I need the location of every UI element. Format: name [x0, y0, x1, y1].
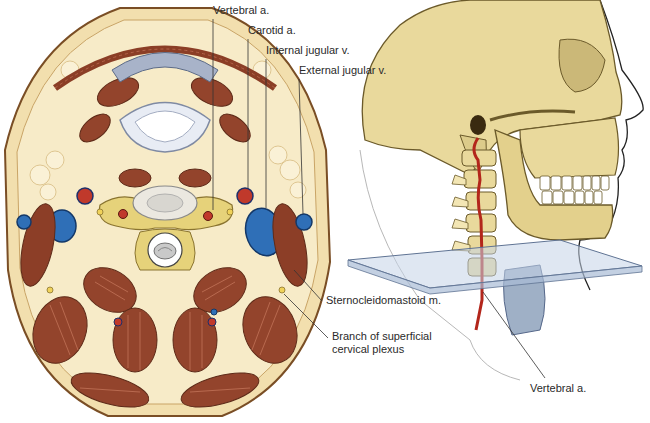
part-label: Branch of superficial cervical plexus — [332, 330, 450, 356]
part-label: Vertebral a. — [213, 4, 269, 17]
part-label: Vertebral a. — [530, 382, 586, 395]
part-label: External jugular v. — [299, 64, 386, 77]
part-label: Internal jugular v. — [266, 44, 350, 57]
part-label: Carotid a. — [248, 24, 296, 37]
leader-lines — [213, 19, 545, 378]
neck-cross-section — [5, 8, 330, 416]
skull-lateral-view — [348, 0, 643, 380]
part-label: Sternocleidomastoid m. — [326, 294, 441, 307]
